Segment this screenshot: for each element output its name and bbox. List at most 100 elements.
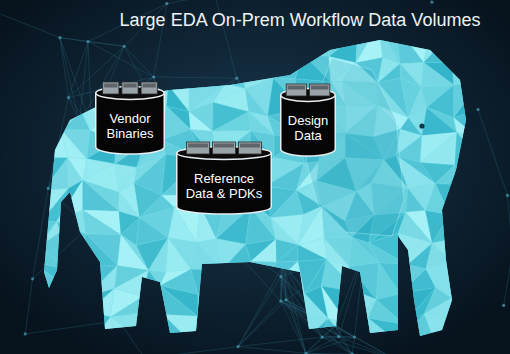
network-line bbox=[339, 337, 393, 354]
elephant-facet bbox=[369, 243, 408, 265]
elephant-facet bbox=[240, 65, 275, 78]
elephant-facet bbox=[455, 132, 487, 168]
network-line bbox=[306, 326, 336, 354]
network-line bbox=[238, 264, 284, 346]
elephant-facet bbox=[244, 315, 272, 343]
elephant-facet bbox=[435, 165, 454, 184]
drive-body bbox=[238, 142, 261, 154]
drive-icon bbox=[141, 82, 157, 94]
elephant-facet bbox=[62, 30, 89, 64]
network-dot bbox=[279, 299, 282, 302]
network-line bbox=[238, 347, 306, 354]
elephant-facet bbox=[83, 180, 119, 211]
elephant-facet bbox=[41, 25, 68, 56]
elephant-facet bbox=[165, 36, 196, 66]
network-dot bbox=[67, 96, 70, 99]
network-line bbox=[306, 353, 393, 354]
elephant-facet bbox=[213, 314, 244, 349]
elephant-facet bbox=[474, 63, 501, 82]
elephant-body bbox=[44, 40, 466, 336]
elephant-facet bbox=[90, 57, 110, 86]
elephant-facet bbox=[221, 25, 241, 66]
network-line bbox=[306, 337, 339, 354]
elephant-facet bbox=[321, 286, 357, 324]
network-dot bbox=[165, 2, 168, 5]
network-dot bbox=[236, 345, 239, 348]
elephant-facet bbox=[422, 108, 457, 136]
elephant-facet bbox=[475, 111, 505, 140]
elephant-facet bbox=[168, 63, 196, 85]
elephant-facet bbox=[450, 215, 474, 237]
elephant-facet bbox=[451, 259, 486, 298]
network-dot bbox=[430, 1, 433, 4]
elephant-facet bbox=[450, 215, 474, 237]
elephant-facet bbox=[66, 289, 88, 320]
elephant-facet bbox=[481, 112, 506, 140]
elephant-facet bbox=[432, 215, 460, 243]
elephant-facet bbox=[450, 298, 481, 319]
elephant-facet bbox=[474, 182, 509, 220]
elephant-facet bbox=[36, 320, 69, 343]
elephant-facet bbox=[303, 37, 329, 57]
elephant-facet bbox=[62, 56, 90, 81]
elephant-facet bbox=[193, 344, 225, 354]
network-line bbox=[145, 347, 238, 354]
elephant-facet bbox=[189, 111, 213, 131]
cylinder-body bbox=[281, 95, 336, 156]
elephant-facet bbox=[163, 315, 197, 345]
elephant-facet bbox=[222, 270, 246, 297]
elephant-facet bbox=[425, 184, 450, 215]
elephant-facet bbox=[141, 286, 160, 314]
network-line bbox=[238, 301, 281, 346]
elephant-facet bbox=[137, 315, 163, 350]
drive-face bbox=[104, 84, 117, 88]
storage-cylinder: Reference Data & PDKs bbox=[176, 146, 272, 214]
elephant-facet bbox=[89, 288, 115, 317]
elephant-facet bbox=[276, 239, 298, 262]
elephant-facet bbox=[61, 129, 87, 158]
drive-icon bbox=[238, 142, 261, 154]
network-line bbox=[154, 77, 237, 78]
elephant-facet bbox=[450, 35, 482, 63]
elephant-facet bbox=[32, 337, 70, 354]
elephant-facet bbox=[376, 263, 400, 300]
elephant-facet bbox=[398, 342, 435, 354]
elephant-facet bbox=[38, 83, 71, 113]
elephant-facet bbox=[189, 56, 221, 84]
elephant-facet bbox=[70, 311, 96, 342]
network-line bbox=[69, 46, 125, 97]
elephant-facet bbox=[451, 237, 474, 261]
elephant-facet bbox=[450, 185, 474, 220]
elephant-facet bbox=[44, 25, 68, 56]
elephant-facet bbox=[244, 292, 272, 323]
elephant-facet bbox=[108, 57, 135, 86]
elephant-facet bbox=[38, 108, 62, 140]
elephant-facet bbox=[397, 27, 424, 64]
elephant-facet bbox=[64, 81, 90, 112]
network-dot bbox=[152, 75, 155, 78]
network-line bbox=[352, 337, 354, 354]
elephant-facet bbox=[164, 344, 200, 354]
network-line bbox=[238, 300, 286, 347]
elephant-facet bbox=[487, 164, 509, 185]
elephant-facet bbox=[193, 344, 225, 354]
elephant-facet bbox=[213, 112, 251, 131]
elephant-facet bbox=[351, 350, 380, 354]
network-line bbox=[0, 11, 60, 38]
elephant-facet bbox=[114, 337, 138, 354]
elephant-facet bbox=[420, 132, 456, 165]
elephant-facet bbox=[302, 341, 326, 354]
elephant-facet bbox=[477, 169, 509, 185]
elephant-facet bbox=[135, 57, 168, 85]
storage-cylinder: Vendor Binaries bbox=[95, 86, 165, 154]
elephant-facet bbox=[70, 289, 89, 311]
elephant-facet bbox=[305, 341, 325, 354]
network-dot bbox=[476, 108, 479, 111]
elephant-facet bbox=[57, 210, 86, 234]
elephant-facet bbox=[163, 315, 193, 350]
elephant-facet bbox=[454, 169, 488, 185]
elephant-facet bbox=[351, 343, 372, 354]
network-line bbox=[33, 227, 88, 279]
drive-body bbox=[286, 84, 306, 96]
elephant-facet bbox=[108, 35, 147, 58]
